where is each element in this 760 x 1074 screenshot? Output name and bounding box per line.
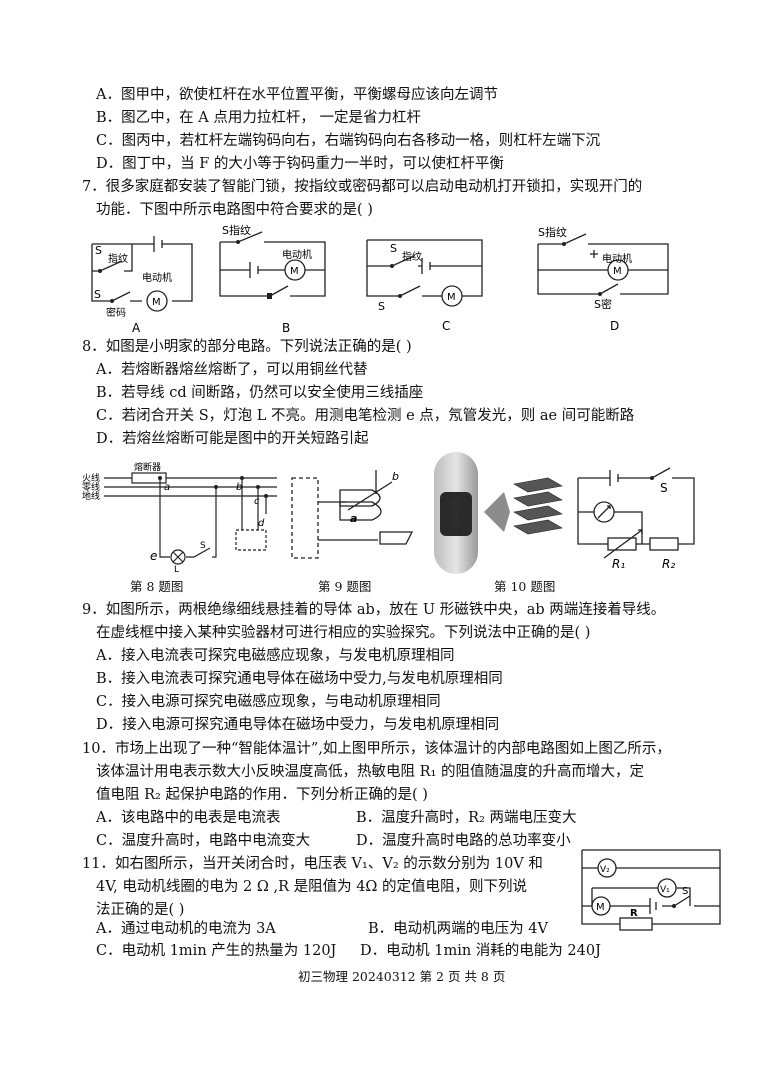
fig8-point-c: c [254,496,260,507]
q10-option-b: B．温度升高时，R₂ 两端电压变大 [356,810,577,826]
fig10-thermometer-text: 智能体温计 [451,498,460,533]
q7-stem-line1: 7．很多家庭都安装了智能门锁，按指纹或密码都可以启动电动机打开锁扣，实现开门的 [82,179,643,195]
q10-option-c: C．温度升高时，电路中电流变大 [96,833,311,849]
fig8-lamp-label: L [174,565,179,572]
q9-option-b: B．接入电流表可探究通电导体在磁场中受力,与发电机原理相同 [96,671,503,687]
q11-stem-line1: 11．如右图所示，当开关闭合时，电压表 V₁、V₂ 的示数分别为 10V 和 [82,856,543,872]
q11-stem-line2: 4V, 电动机线圈的电为 2 Ω ,R 是阻值为 4Ω 的定值电阻，则下列说 [96,879,528,895]
q7b-s-fingerprint-label: S指纹 [222,223,251,237]
q8-option-a: A．若熔断器熔丝熔断了，可以用铜丝代替 [96,362,368,378]
q7a-motor-label: 电动机 [142,271,172,284]
q7-circuit-b: S指纹 电动机 M B [210,220,340,336]
q7a-s2-label: S [94,288,101,301]
fig8-point-a: a [164,482,170,493]
fig10-thermometer-photo: 智能体温计 [420,448,570,578]
q7-circuit-c: S 指纹 M S C [362,226,492,336]
fig8-neutral-wire-label: 零线 [82,481,100,493]
q8-option-c: C．若闭合开关 S，灯泡 L 不亮。用测电笔检测 e 点，氖管发光，则 ae 间… [96,408,635,424]
q7a-m-label: M [152,297,161,308]
q7d-motor-label: 电动机 [602,252,632,265]
q6-option-c: C．图丙中，若杠杆左端钩码向右，右端钩码向右各移动一格，则杠杆左端下沉 [96,133,601,149]
q10-stem-line1: 10．市场上出现了一种“智能体温计”,如上图甲所示，该体温计的内部电路图如上图乙… [82,741,671,757]
fig8-switch-label: S [200,541,206,551]
fig10-circuit: S R₁ R₂ [572,466,702,578]
fig8-live-wire-label: 火线 [82,472,100,484]
q7b-motor-label: 电动机 [282,248,312,261]
q7a-s1-label: S [95,244,102,257]
fig8-point-b: b [236,482,242,493]
q7c-m-label: M [447,292,456,303]
q11-circuit: V₂ V₁ M R S [570,846,726,936]
q7a-fingerprint-label: 指纹 [108,252,128,265]
q7-label-c: C [442,319,450,333]
q10-option-a: A．该电路中的电表是电流表 [96,810,281,826]
fig8-ground-wire-label: 地线 [82,490,100,502]
q11-option-d: D．电动机 1min 消耗的电能为 240J [360,943,601,959]
q7-stem-line2: 功能．下图中所示电路图中符合要求的是( ) [96,202,373,218]
q7-circuit-a: S 指纹 电动机 M S 密码 A [82,226,202,336]
q11-option-b: B．电动机两端的电压为 4V [368,921,548,937]
q6-option-d: D．图丁中，当 F 的大小等于钩码重力一半时，可以使杠杆平衡 [96,156,504,172]
fig8-household-circuit: 熔断器 火线 零线 地线 a b c d e L S [82,462,282,572]
q7a-password-label: 密码 [106,306,126,319]
q11-stem-line3: 法正确的是( ) [96,902,185,918]
q11-r-label: R [630,908,638,919]
q8-stem: 8．如图是小明家的部分电路。下列说法正确的是( ) [82,339,412,355]
fig8-point-e: e [150,549,157,563]
fig10-caption: 第 10 题图 [494,579,556,594]
q11-v1-label: V₁ [660,885,670,895]
q7d-s-fingerprint-label: S指纹 [538,225,567,239]
q11-motor-label: M [596,902,605,913]
q8-option-b: B．若导线 cd 间断路，仍然可以安全使用三线插座 [96,385,424,401]
fig8-caption: 第 8 题图 [130,579,184,594]
q9-stem-line2: 在虚线框中接入某种实验器材可进行相应的实验探究。下列说法中正确的是( ) [96,625,591,641]
q6-option-b: B．图乙中，在 A 点用力拉杠杆， 一定是省力杠杆 [96,110,421,126]
q7b-m-label: M [290,266,299,277]
fig9-magnet-apparatus: b a [288,462,418,572]
fig9-caption: 第 9 题图 [318,579,372,594]
q7d-m-label: M [613,266,622,277]
q10-stem-line2: 该体温计用电表示数大小反映温度高低，热敏电阻 R₁ 的阻值随温度的升高而增大，定 [96,764,644,780]
fig9-end-a: a [350,512,357,525]
q9-option-d: D．接入电源可探究通电导体在磁场中受力，与发电机原理相同 [96,717,500,733]
q11-v2-label: V₂ [600,865,610,875]
q6-option-a: A．图甲中，欲使杠杆在水平位置平衡，平衡螺母应该向左调节 [96,87,498,103]
q9-option-a: A．接入电流表可探究电磁感应现象，与发电机原理相同 [96,648,455,664]
q7d-s-password-label: S密 [594,297,612,311]
page-footer: 初三物理 20240312 第 2 页 共 8 页 [298,969,506,984]
q7c-s1-label: S [390,242,397,255]
fig8-point-d: d [258,518,265,529]
fig10-r2-label: R₂ [662,557,675,571]
fig10-r1-label: R₁ [612,557,625,571]
fig9-end-b: b [392,470,399,483]
fig8-fuse-label: 熔断器 [134,462,161,473]
q7-circuit-d: S指纹 电动机 M S密 D [528,220,678,336]
q7-label-b: B [282,321,290,335]
q11-option-a: A．通过电动机的电流为 3A [96,921,276,937]
q7c-s2-label: S [378,300,385,313]
q7-label-d: D [610,319,619,333]
fig10-switch-label: S [660,481,668,495]
q11-s-label: S [682,886,688,897]
q9-option-c: C．接入电源可探究电磁感应现象，与电动机原理相同 [96,694,441,710]
q10-stem-line3: 值电阻 R₂ 起保护电路的作用．下列分析正确的是( ) [96,787,428,803]
q7c-fingerprint-label: 指纹 [402,250,422,263]
q10-option-d: D．温度升高时电路的总功率变小 [356,833,571,849]
q8-option-d: D．若熔丝熔断可能是图中的开关短路引起 [96,431,369,447]
q9-stem-line1: 9．如图所示，两根绝缘细线悬挂着的导体 ab，放在 U 形磁铁中央，ab 两端连… [82,602,666,618]
q7-label-a: A [132,321,141,335]
q11-option-c: C．电动机 1min 产生的热量为 120J [96,943,337,959]
